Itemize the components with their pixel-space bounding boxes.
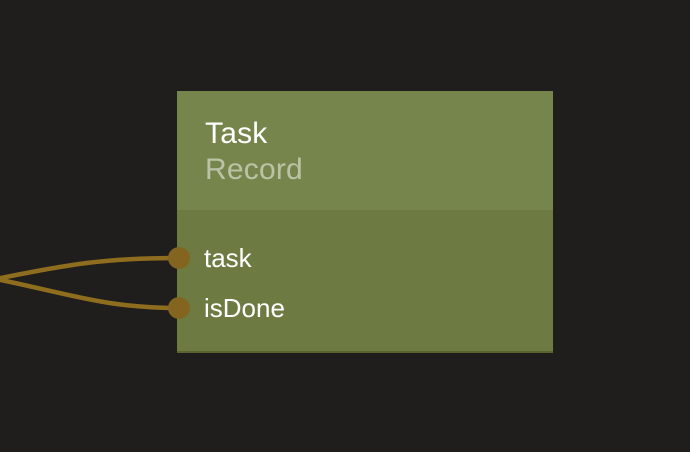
- port-row-task: task: [168, 233, 553, 283]
- node-header[interactable]: Task Record: [177, 91, 553, 210]
- port-label-task: task: [204, 242, 252, 273]
- connection-wire-task[interactable]: [0, 255, 183, 281]
- input-socket-task[interactable]: [168, 247, 190, 269]
- input-socket-isdone[interactable]: [168, 297, 190, 319]
- port-label-isdone: isDone: [204, 292, 285, 323]
- node-subtitle: Record: [205, 153, 303, 186]
- port-row-isdone: isDone: [168, 283, 553, 333]
- connection-wire-isdone[interactable]: [0, 277, 183, 311]
- node-title: Task: [205, 117, 268, 150]
- task-record-node[interactable]: Task Record task isDone: [168, 91, 553, 353]
- node-body: task isDone: [168, 210, 553, 333]
